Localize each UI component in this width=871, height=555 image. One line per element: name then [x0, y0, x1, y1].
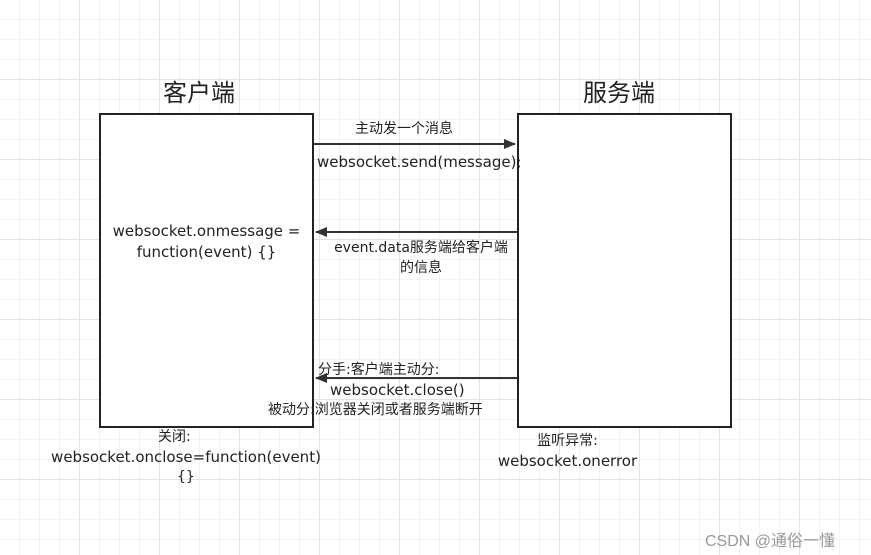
onclose-line-1: websocket.onclose=function(event)	[51, 448, 321, 466]
client-title: 客户端	[163, 79, 235, 107]
server-title: 服务端	[583, 79, 655, 107]
close-line-3: 被动分:浏览器关闭或者服务端断开	[268, 402, 483, 418]
client-onmessage-text: websocket.onmessage = function(event) {}	[101, 221, 312, 263]
watermark: CSDN @通俗一懂	[705, 533, 836, 550]
onmessage-line-2: function(event) {}	[136, 243, 277, 261]
send-label: 主动发一个消息	[355, 121, 453, 137]
close-line-1: 分手:客户端主动分:	[318, 362, 440, 378]
error-code: websocket.onerror	[497, 452, 638, 470]
server-box	[517, 113, 732, 428]
receive-line-2: 的信息	[400, 260, 442, 276]
server-onerror-text: 监听异常: websocket.onerror	[480, 431, 655, 471]
close-line-2: websocket.close()	[330, 381, 465, 399]
send-code: websocket.send(message);	[317, 153, 522, 171]
client-onclose-text: 关闭: websocket.onclose=function(event) {}	[36, 427, 336, 487]
onmessage-line-1: websocket.onmessage =	[112, 222, 301, 240]
receive-line-1: event.data服务端给客户端	[334, 240, 508, 256]
client-box	[99, 113, 314, 428]
error-label: 监听异常:	[537, 433, 598, 449]
receive-label: event.data服务端给客户端 的信息	[320, 238, 522, 278]
onclose-line-2: {}	[177, 469, 195, 485]
close-label: 关闭:	[158, 429, 191, 445]
